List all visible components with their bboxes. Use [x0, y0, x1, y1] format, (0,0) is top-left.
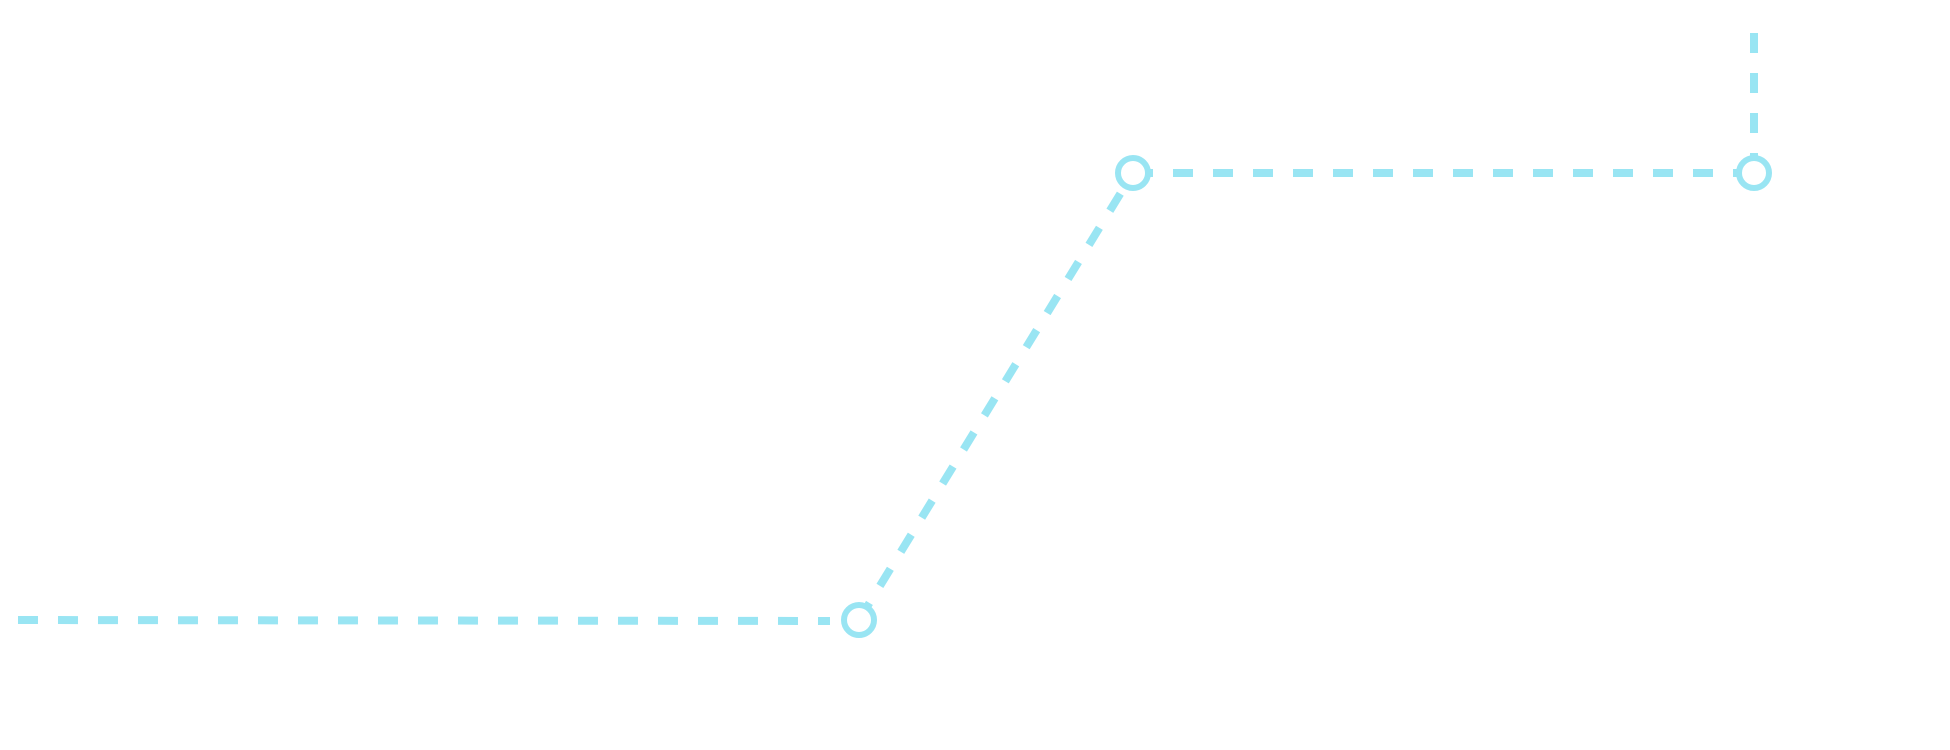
path-segments: [17, 14, 1758, 625]
path-node-middle: [1115, 155, 1151, 191]
path-node-bottom: [841, 602, 877, 638]
path-node-right: [1736, 155, 1772, 191]
path-segment-left-horizontal: [17, 616, 831, 625]
path-nodes: [841, 155, 1772, 638]
path-segment-diagonal: [855, 170, 1137, 623]
